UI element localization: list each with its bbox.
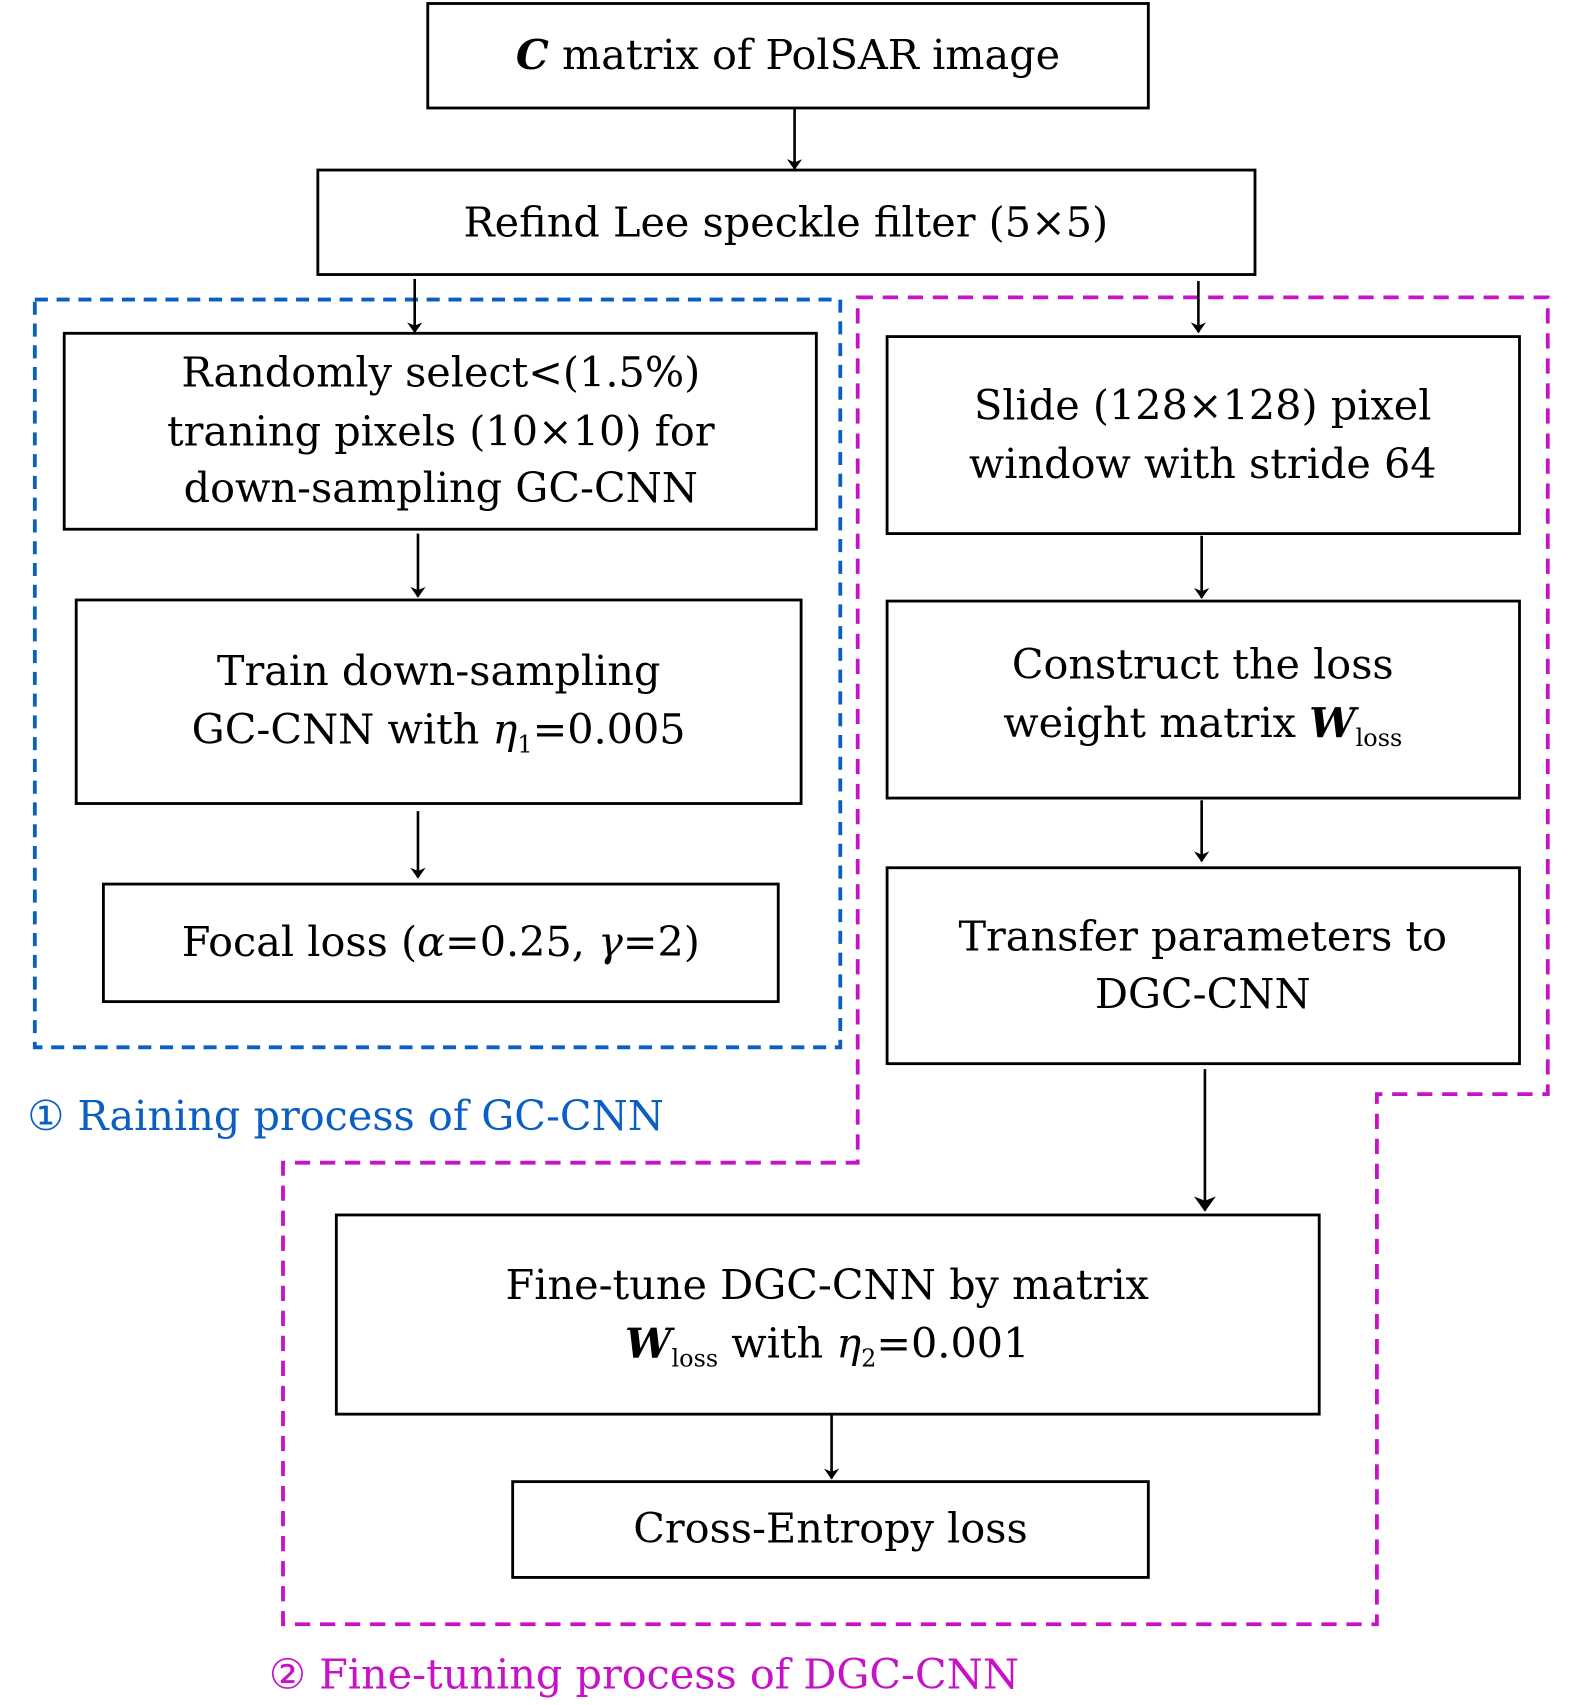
math-w: W [625, 1319, 675, 1368]
svg-text:GC-CNN with η1=0.005: GC-CNN with η1=0.005 [192, 706, 686, 759]
math-eta: η [836, 1320, 861, 1368]
node-text: Transfer parameters to [958, 912, 1447, 960]
node-text: traning pixels (10×10) for [167, 407, 715, 455]
node-fine-tune: Fine-tune DGC-CNN by matrix Wloss with η… [334, 1213, 1321, 1416]
node-text: down-sampling GC-CNN [184, 464, 698, 512]
node-c-matrix: C matrix of PolSAR image [426, 2, 1150, 110]
node-text: =0.005 [533, 706, 686, 754]
node-loss-weight: Construct the loss weight matrix Wloss [885, 599, 1521, 800]
math-sub: loss [1356, 724, 1403, 752]
node-text: =0.25, [445, 918, 598, 966]
svg-text:Wloss with η2=0.001: Wloss with η2=0.001 [625, 1319, 1029, 1373]
svg-text:weight matrix Wloss: weight matrix Wloss [1003, 698, 1402, 752]
dgc-cnn-region [281, 295, 1550, 1627]
svg-text:Focal loss (α=0.25, γ=2): Focal loss (α=0.25, γ=2) [182, 918, 700, 966]
node-text: Focal loss ( [182, 918, 417, 966]
math-w: W [1309, 698, 1359, 747]
gc-cnn-region-label: ① Raining process of GC-CNN [27, 1092, 664, 1140]
dgc-cnn-region-label: ② Fine-tuning process of DGC-CNN [269, 1650, 1019, 1698]
node-lee-filter: Refind Lee speckle filter (5×5) [316, 168, 1257, 276]
node-focal-loss: Focal loss (α=0.25, γ=2) [101, 882, 780, 1004]
math-eta: η [493, 706, 518, 754]
node-random-select: Randomly select<(1.5%) traning pixels (1… [62, 331, 818, 531]
math-sub: loss [672, 1344, 719, 1372]
node-cross-entropy: Cross-Entropy loss [511, 1480, 1150, 1579]
node-text: =0.001 [876, 1320, 1029, 1368]
node-text: weight matrix [1003, 699, 1309, 747]
node-text: window with stride 64 [969, 440, 1437, 488]
node-text: =2) [623, 918, 700, 966]
node-transfer: Transfer parameters to DGC-CNN [885, 866, 1521, 1066]
node-text: DGC-CNN [1095, 970, 1311, 1018]
math-sub: 1 [517, 730, 532, 758]
node-text: Randomly select<(1.5%) [181, 349, 700, 397]
node-text: Slide (128×128) pixel [974, 381, 1432, 429]
svg-text:C matrix of PolSAR image: C matrix of PolSAR image [516, 30, 1060, 79]
node-text: with [718, 1320, 836, 1368]
math-sub: 2 [861, 1344, 876, 1372]
node-text: matrix of PolSAR image [549, 31, 1060, 79]
math-alpha: α [417, 918, 445, 966]
node-text: Cross-Entropy loss [633, 1505, 1027, 1553]
node-text: Construct the loss [1012, 640, 1394, 688]
node-text: GC-CNN with [192, 706, 493, 754]
node-train-gc-cnn: Train down-sampling GC-CNN with η1=0.005 [74, 598, 803, 805]
arrows [407, 107, 1216, 1480]
node-text: Refind Lee speckle filter (5×5) [464, 198, 1109, 246]
node-text: Train down-sampling [217, 647, 661, 695]
math-c: C [516, 30, 549, 79]
node-text: Fine-tune DGC-CNN by matrix [506, 1261, 1149, 1309]
node-slide-window: Slide (128×128) pixel window with stride… [885, 335, 1521, 535]
math-gamma: γ [598, 918, 623, 966]
gc-cnn-region [32, 297, 843, 1050]
